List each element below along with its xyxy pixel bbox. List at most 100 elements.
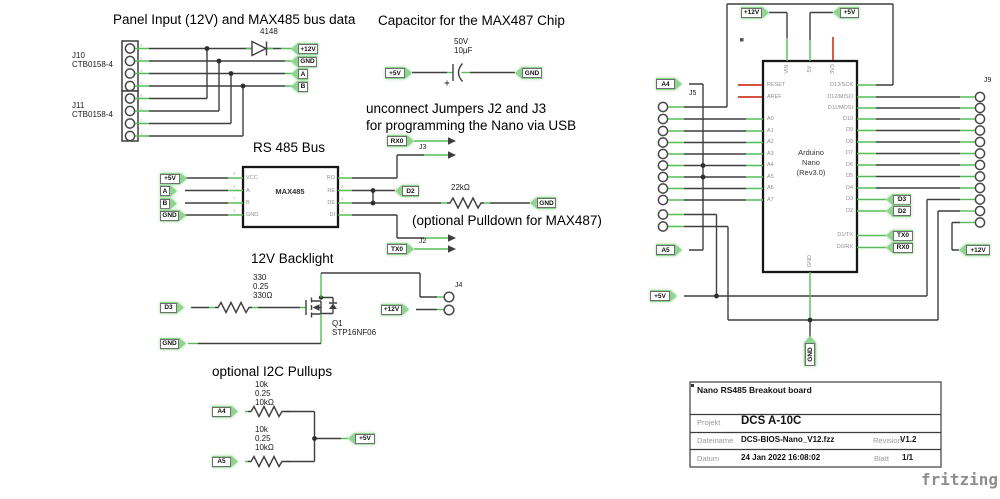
backlight-wires[interactable] <box>188 272 444 345</box>
panel-bus-wires[interactable] <box>135 46 292 137</box>
titleblock-projekt-value: DCS A-10C <box>741 415 802 427</box>
nano-pin-a3: A3 <box>767 150 774 157</box>
j3-refdes: J3 <box>419 144 427 151</box>
j11-pinnum: 2 <box>140 118 143 123</box>
max485-pinnum-3: 3 <box>341 196 344 201</box>
net-flag-i2c-a5[interactable]: A5 <box>212 456 238 468</box>
chip-arduino-nano[interactable] <box>761 59 859 274</box>
flag-label: D3 <box>893 194 911 205</box>
nano-label-line3: (Rev3.0) <box>796 168 826 177</box>
net-flag-d2[interactable]: D2 <box>395 185 419 197</box>
rs485-wires[interactable] <box>185 154 441 239</box>
flag-label: A4 <box>656 79 675 89</box>
capacitor-10uf[interactable] <box>412 63 515 86</box>
titleblock-blatt-value: 1/1 <box>902 453 914 462</box>
net-flag-nano-a4[interactable]: A4 <box>656 78 682 90</box>
resistor-330[interactable] <box>191 300 306 315</box>
max485-pin-gnd: GND <box>246 212 259 218</box>
flag-label: +5V <box>160 173 180 184</box>
net-flag-nano-5v-bottom[interactable]: +5V <box>650 290 677 302</box>
resistor-10k-a5[interactable] <box>245 454 315 469</box>
mosfet-q1[interactable] <box>305 273 337 344</box>
nano-pin-d6: D6 <box>845 161 853 168</box>
j10-pinnum: 3 <box>140 55 143 61</box>
chip-max485[interactable] <box>241 165 340 229</box>
net-flag-nano-d3[interactable]: D3 <box>886 193 911 206</box>
max485-chip-label: MAX485 <box>275 187 305 196</box>
rs485-section-title: RS 485 Bus <box>253 140 326 155</box>
net-flag-rs485-5v[interactable]: +5V <box>160 173 187 185</box>
nano-pin-d0rx: D0/RX <box>836 244 853 250</box>
j9-refdes: J9 <box>984 77 992 84</box>
net-flag-bl-12v[interactable]: +12V <box>381 304 409 316</box>
net-flag-rs485-gnd[interactable]: GND <box>160 210 186 222</box>
flag-label: +5V <box>650 291 670 301</box>
j10-pinnum: 4 <box>140 43 143 48</box>
connector-j9[interactable] <box>974 91 986 228</box>
jumper-j3[interactable] <box>414 137 456 159</box>
capacitor-section-title: Capacitor for the MAX487 Chip <box>378 13 565 28</box>
max485-pin-ro: RO <box>326 175 335 181</box>
net-flag-nano-gnd-bottom[interactable]: GND <box>804 336 816 366</box>
pulldown-note: (optional Pulldown for MAX487) <box>412 213 602 228</box>
net-flag-nano-a5[interactable]: A5 <box>656 244 682 256</box>
titleblock-projekt-label: Projekt <box>697 418 721 427</box>
net-flag-cap-5v[interactable]: +5V <box>385 67 412 79</box>
flag-label: A <box>298 69 308 79</box>
j4-refdes: J4 <box>455 282 463 289</box>
connector-j4[interactable] <box>443 291 455 316</box>
nano-pin-d10: D10 <box>842 115 853 122</box>
nano-power-wires[interactable] <box>738 11 834 98</box>
net-flag-nano-tx0[interactable]: TX0 <box>886 229 913 242</box>
net-flag-i2c-5v[interactable]: +5V <box>348 432 375 445</box>
nano-pin-a1: A1 <box>767 127 774 134</box>
jumper-j2[interactable] <box>414 234 456 253</box>
j11-pinnum: 1 <box>140 130 143 136</box>
net-flag-bl-d3[interactable]: D3 <box>160 302 184 314</box>
net-flag-nano-12v-top[interactable]: +12V <box>741 7 769 19</box>
net-flag-bl-gnd[interactable]: GND <box>160 338 186 350</box>
titleblock-revision-value: V1.2 <box>900 435 917 444</box>
resistor-10k-a4[interactable] <box>245 404 315 419</box>
flag-label: RX0 <box>387 136 407 146</box>
net-flag-rx0[interactable]: RX0 <box>387 135 414 147</box>
net-flag-i2c-a4[interactable]: A4 <box>212 406 238 418</box>
net-flag-panel-gnd[interactable]: GND <box>291 55 317 68</box>
net-flag-panel-12v[interactable]: +12V <box>291 43 318 55</box>
r330-line2: 0.25 <box>253 282 269 291</box>
net-flag-rs485-b[interactable]: B <box>160 198 177 210</box>
flag-label: +12V <box>298 44 318 54</box>
j5-wires[interactable] <box>668 3 894 320</box>
max485-pinnum-4: 4 <box>341 208 344 213</box>
net-flag-nano-rx0[interactable]: RX0 <box>886 241 913 254</box>
max485-pinnum-2: 2 <box>341 184 344 189</box>
nano-bottom-wires[interactable] <box>684 199 939 339</box>
max485-pinnum-7: 7 <box>233 196 236 201</box>
i2c-wires[interactable] <box>312 411 348 462</box>
net-flag-cap-gnd[interactable]: GND <box>515 67 542 79</box>
titleblock-blatt-label: Blatt <box>874 454 890 463</box>
net-flag-panel-a[interactable]: A <box>291 68 308 80</box>
flag-label: RX0 <box>893 242 913 253</box>
connector-j10-j11[interactable] <box>121 40 139 142</box>
net-flag-panel-b[interactable]: B <box>291 80 308 93</box>
r10k2-line2: 0.25 <box>255 434 271 443</box>
fritzing-logo: fritzing <box>921 470 999 489</box>
j9-wires[interactable] <box>857 96 975 251</box>
j11-refdes: J11 <box>72 101 85 110</box>
net-flag-tx0[interactable]: TX0 <box>387 243 414 255</box>
r10k2-line1: 10k <box>255 425 268 434</box>
j10-pinnum: 1 <box>140 80 143 86</box>
flag-label: +12V <box>381 304 402 315</box>
net-flag-nano-d2[interactable]: D2 <box>886 205 911 217</box>
resistor-22k[interactable] <box>441 196 530 210</box>
connector-j5[interactable] <box>657 101 669 232</box>
net-flag-nano-5v-top[interactable]: +5V <box>833 6 859 19</box>
net-flag-nano-12v-right[interactable]: +12V <box>959 244 990 256</box>
max485-pin-b: B <box>246 200 250 206</box>
net-flag-rs485-a[interactable]: A <box>160 185 177 197</box>
diode-4148[interactable] <box>251 40 268 57</box>
net-flag-pulldown-gnd[interactable]: GND <box>530 197 556 209</box>
